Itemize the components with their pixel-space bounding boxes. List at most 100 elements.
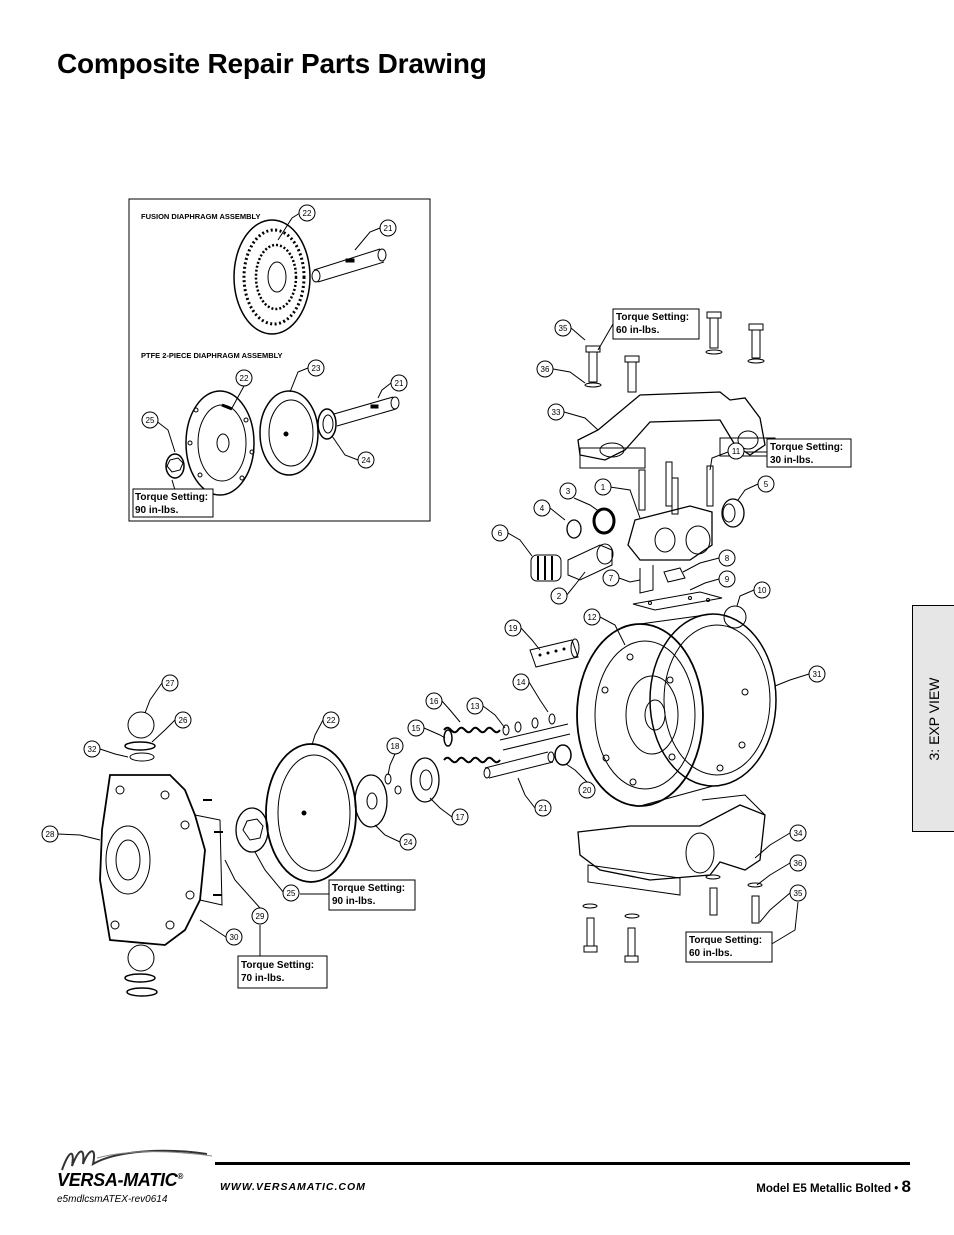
- page-title: Composite Repair Parts Drawing: [57, 48, 487, 79]
- callout-text: 29: [256, 912, 265, 921]
- torque-value: 60 in-lbs.: [689, 948, 733, 959]
- torque-label: Torque Setting:: [332, 883, 405, 894]
- oring-26: [124, 741, 156, 751]
- callout-16: 16: [425, 692, 461, 723]
- callout-21-inset-b: 21: [377, 374, 408, 399]
- liquid-chamber-right: [576, 613, 777, 807]
- model-info: Model E5 Metallic Bolted • 8: [756, 1177, 911, 1197]
- callout-2: 2: [550, 571, 586, 605]
- versa-matic-logo: [61, 1149, 213, 1171]
- callout-text: 23: [312, 364, 321, 373]
- callout-9: 9: [689, 570, 736, 591]
- torque-label: Torque Setting:: [135, 492, 208, 503]
- callout-text: 1: [601, 483, 606, 492]
- callout-11: 11: [709, 442, 745, 471]
- discharge-manifold: [577, 391, 776, 469]
- section-tab[interactable]: 3: EXP VIEW: [912, 605, 954, 832]
- callout-text: 22: [327, 716, 336, 725]
- callout-text: 36: [794, 859, 803, 868]
- callout-text: 2: [557, 592, 562, 601]
- seat-32: [129, 752, 155, 762]
- callout-text: 28: [46, 830, 55, 839]
- website-link[interactable]: WWW.VERSAMATIC.COM: [220, 1181, 366, 1193]
- torque-box-outer-bolt: Torque Setting: 90 in-lbs.: [300, 879, 416, 911]
- callout-text: 36: [541, 365, 550, 374]
- callout-text: 10: [758, 586, 767, 595]
- callout-text: 33: [552, 408, 561, 417]
- callout-36-top: 36: [536, 360, 586, 384]
- pilot-8: [663, 567, 686, 583]
- torque-box-chamber: Torque Setting: 70 in-lbs.: [237, 925, 328, 989]
- ptfe-diaphragm: [259, 390, 319, 476]
- callout-text: 5: [764, 480, 769, 489]
- torque-value: 70 in-lbs.: [241, 973, 285, 984]
- callout-21-main: 21: [517, 777, 552, 817]
- callout-14: 14: [512, 673, 549, 713]
- callout-15: 15: [407, 719, 446, 739]
- callout-23: 23: [289, 359, 325, 393]
- torque-value: 30 in-lbs.: [770, 455, 814, 466]
- callout-text: 22: [303, 209, 312, 218]
- callout-text: 7: [609, 574, 614, 583]
- bolt-18: [384, 773, 402, 795]
- callout-36-bottom: 36: [756, 854, 807, 886]
- brand-name-text: VERSA-MATIC: [57, 1170, 178, 1190]
- callout-text: 18: [391, 742, 400, 751]
- air-valve-6: [530, 554, 562, 582]
- fusion-diaphragm: [233, 219, 311, 335]
- callout-26: 26: [151, 711, 192, 743]
- callout-25-inset: 25: [141, 411, 176, 453]
- callout-text: 11: [732, 447, 741, 456]
- callout-24-main: 24: [374, 824, 417, 851]
- callout-1: 1: [594, 478, 641, 519]
- air-chamber-left: [99, 774, 223, 946]
- callout-text: 12: [588, 613, 597, 622]
- fusion-diaphragm-title: FUSION DIAPHRAGM ASSEMBLY: [141, 212, 260, 221]
- springs-16: [443, 726, 501, 764]
- torque-label: Torque Setting:: [616, 312, 689, 323]
- callout-22-inset-a: 22: [277, 204, 316, 241]
- callout-27: 27: [144, 674, 179, 714]
- callout-13: 13: [466, 697, 506, 729]
- callout-20: 20: [565, 763, 596, 799]
- oring-15: [443, 729, 453, 747]
- seal-3: [592, 507, 616, 535]
- callout-35-bottom: 35: [759, 884, 807, 923]
- gasket-9: [632, 591, 723, 611]
- outer-plate-24: [354, 774, 388, 828]
- callout-17: 17: [429, 797, 469, 826]
- torque-box-top-manifold: Torque Setting: 60 in-lbs.: [597, 308, 700, 351]
- callout-text: 9: [725, 575, 730, 584]
- callout-text: 24: [362, 456, 371, 465]
- inlet-manifold: [577, 794, 766, 896]
- torque-label: Torque Setting:: [241, 960, 314, 971]
- callout-10: 10: [736, 581, 771, 607]
- callout-text: 24: [404, 838, 413, 847]
- callout-33: 33: [547, 403, 599, 431]
- callout-24-inset: 24: [331, 435, 375, 469]
- torque-label: Torque Setting:: [770, 442, 843, 453]
- torque-value: 90 in-lbs.: [135, 505, 179, 516]
- callout-4: 4: [533, 499, 566, 521]
- torque-box-inlet-manifold: Torque Setting: 60 in-lbs.: [685, 901, 799, 963]
- callout-text: 30: [230, 933, 239, 942]
- torque-label: Torque Setting:: [689, 935, 762, 946]
- callout-12: 12: [583, 608, 626, 646]
- document-code: e5mdlcsmATEX-rev0614: [57, 1194, 168, 1205]
- callout-text: 25: [287, 889, 296, 898]
- check-ball-10: [723, 605, 747, 629]
- end-cap-5: [721, 498, 745, 528]
- callout-text: 21: [539, 804, 548, 813]
- callout-text: 19: [509, 624, 518, 633]
- callout-text: 25: [146, 416, 155, 425]
- inner-plate-17: [410, 757, 440, 803]
- callout-30: 30: [199, 919, 243, 946]
- callout-7: 7: [602, 569, 641, 587]
- callout-text: 16: [430, 697, 439, 706]
- callout-text: 26: [179, 716, 188, 725]
- page-number: 8: [901, 1177, 911, 1196]
- spool-2: [567, 543, 614, 581]
- callout-25-main: 25: [254, 851, 300, 902]
- callout-18: 18: [386, 737, 404, 776]
- callout-text: 6: [498, 529, 503, 538]
